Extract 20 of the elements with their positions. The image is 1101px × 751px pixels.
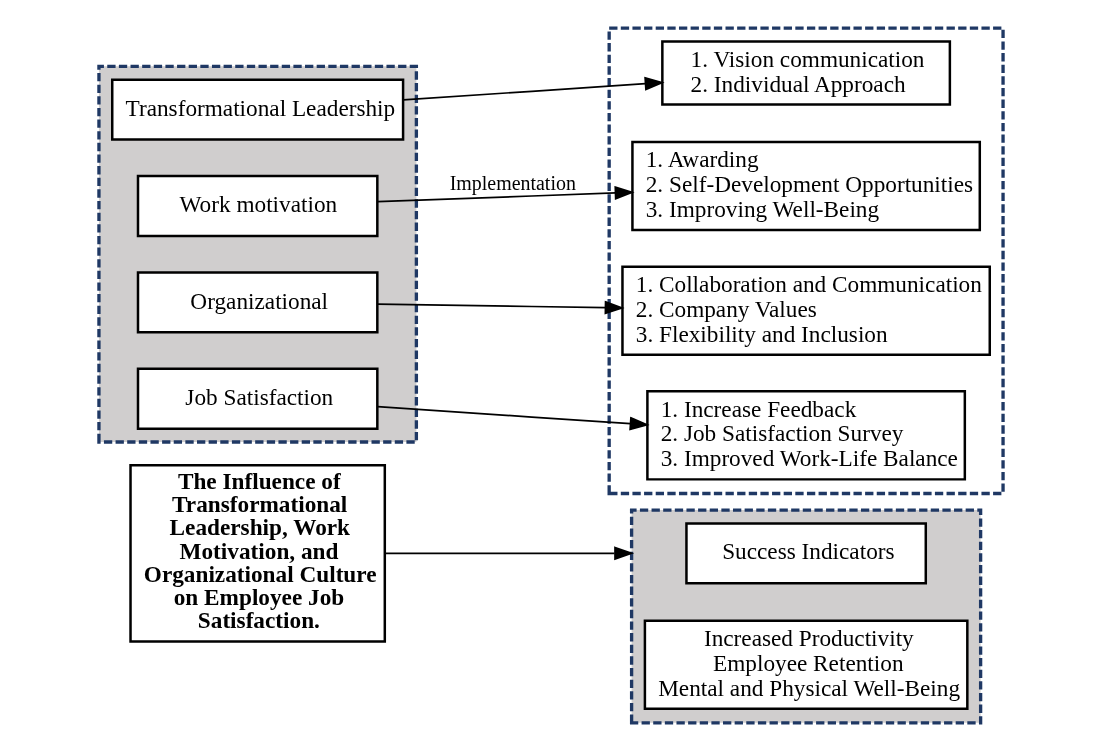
node-box: Success Indicators [684,522,927,585]
node-box: 1. Collaboration and Communication 2. Company Values 3. Flexibility and Inclusion [620,265,991,356]
node-box: 1. Increase Feedback 2. Job Satisfaction Survey 3. Improved Work-Life Balance [645,390,966,481]
arrow [401,76,665,101]
arrow [376,300,625,315]
arrow [376,186,635,203]
node-box: Transformational Leadership [110,78,404,141]
node-box: 1. Vision communication 2. Individual Approach [660,40,951,106]
edge-label: Implementation [449,172,576,195]
node-box: The Influence of Transformational Leadership, Work Motivation, and Organizational Culture on Employee Job Satisfaction. [128,464,386,643]
arrow [376,405,650,431]
arrow [383,546,634,561]
cluster [607,26,1005,496]
cluster [629,508,982,725]
node-box: Increased Productivity Employee Retention Mental and Physical Well-Being [643,619,969,710]
node-box: Organizational [136,271,379,334]
node-box: 1. Awarding 2. Self-Development Opportunities 3. Improving Well-Being [630,140,981,232]
node-box: Job Satisfaction [136,367,379,430]
cluster [96,64,418,444]
node-box: Work motivation [136,174,379,238]
